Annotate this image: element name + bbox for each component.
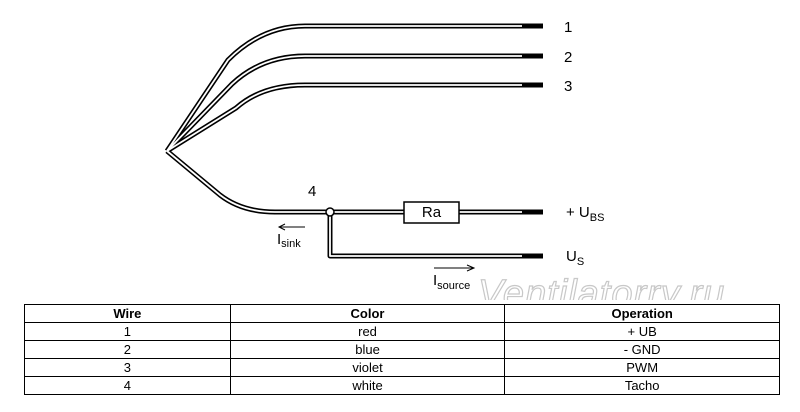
cell-color: white xyxy=(229,376,506,395)
isource-label: Isource xyxy=(433,272,470,292)
cell-wire: 4 xyxy=(24,376,231,395)
cell-operation: - GND xyxy=(504,340,780,359)
isink-arrow xyxy=(277,223,305,231)
wire-table: Wire Color Operation 1 red + UB 2 blue -… xyxy=(24,304,780,395)
header-operation: Operation xyxy=(504,304,780,323)
wiring-diagram: Ra 1 2 3 4 + UBS US Isink Isource Ventil… xyxy=(164,19,725,300)
wire-number-3: 3 xyxy=(564,78,572,95)
cell-wire: 3 xyxy=(24,358,231,377)
junction-dot xyxy=(325,207,335,217)
watermark: Ventilatorry.ru xyxy=(478,273,725,300)
us-label: US xyxy=(566,248,584,268)
cell-color: blue xyxy=(229,340,506,359)
wire-number-2: 2 xyxy=(564,49,572,66)
table-row: 1 red + UB xyxy=(24,322,780,341)
ubs-label: + UBS xyxy=(566,204,604,224)
cell-operation: PWM xyxy=(504,358,780,377)
isink-label: Isink xyxy=(277,231,301,250)
header-color: Color xyxy=(229,304,506,323)
cell-wire: 1 xyxy=(24,322,231,341)
wire-number-4: 4 xyxy=(308,183,316,200)
wire-tips xyxy=(522,23,543,259)
table-row: 2 blue - GND xyxy=(24,340,780,359)
wire-1 xyxy=(164,23,522,153)
cable-bundle xyxy=(164,23,522,259)
resistor-label: Ra xyxy=(422,204,442,221)
wire-number-1: 1 xyxy=(564,19,572,36)
table-row: 3 violet PWM xyxy=(24,358,780,377)
table-row: 4 white Tacho xyxy=(24,376,780,395)
cell-color: violet xyxy=(229,358,506,377)
cell-operation: Tacho xyxy=(504,376,780,395)
cell-wire: 2 xyxy=(24,340,231,359)
isource-arrow xyxy=(434,264,476,272)
table-header-row: Wire Color Operation xyxy=(24,304,780,323)
resistor-box xyxy=(403,201,460,224)
cell-color: red xyxy=(229,322,506,341)
cell-operation: + UB xyxy=(504,322,780,341)
header-wire: Wire xyxy=(24,304,231,323)
